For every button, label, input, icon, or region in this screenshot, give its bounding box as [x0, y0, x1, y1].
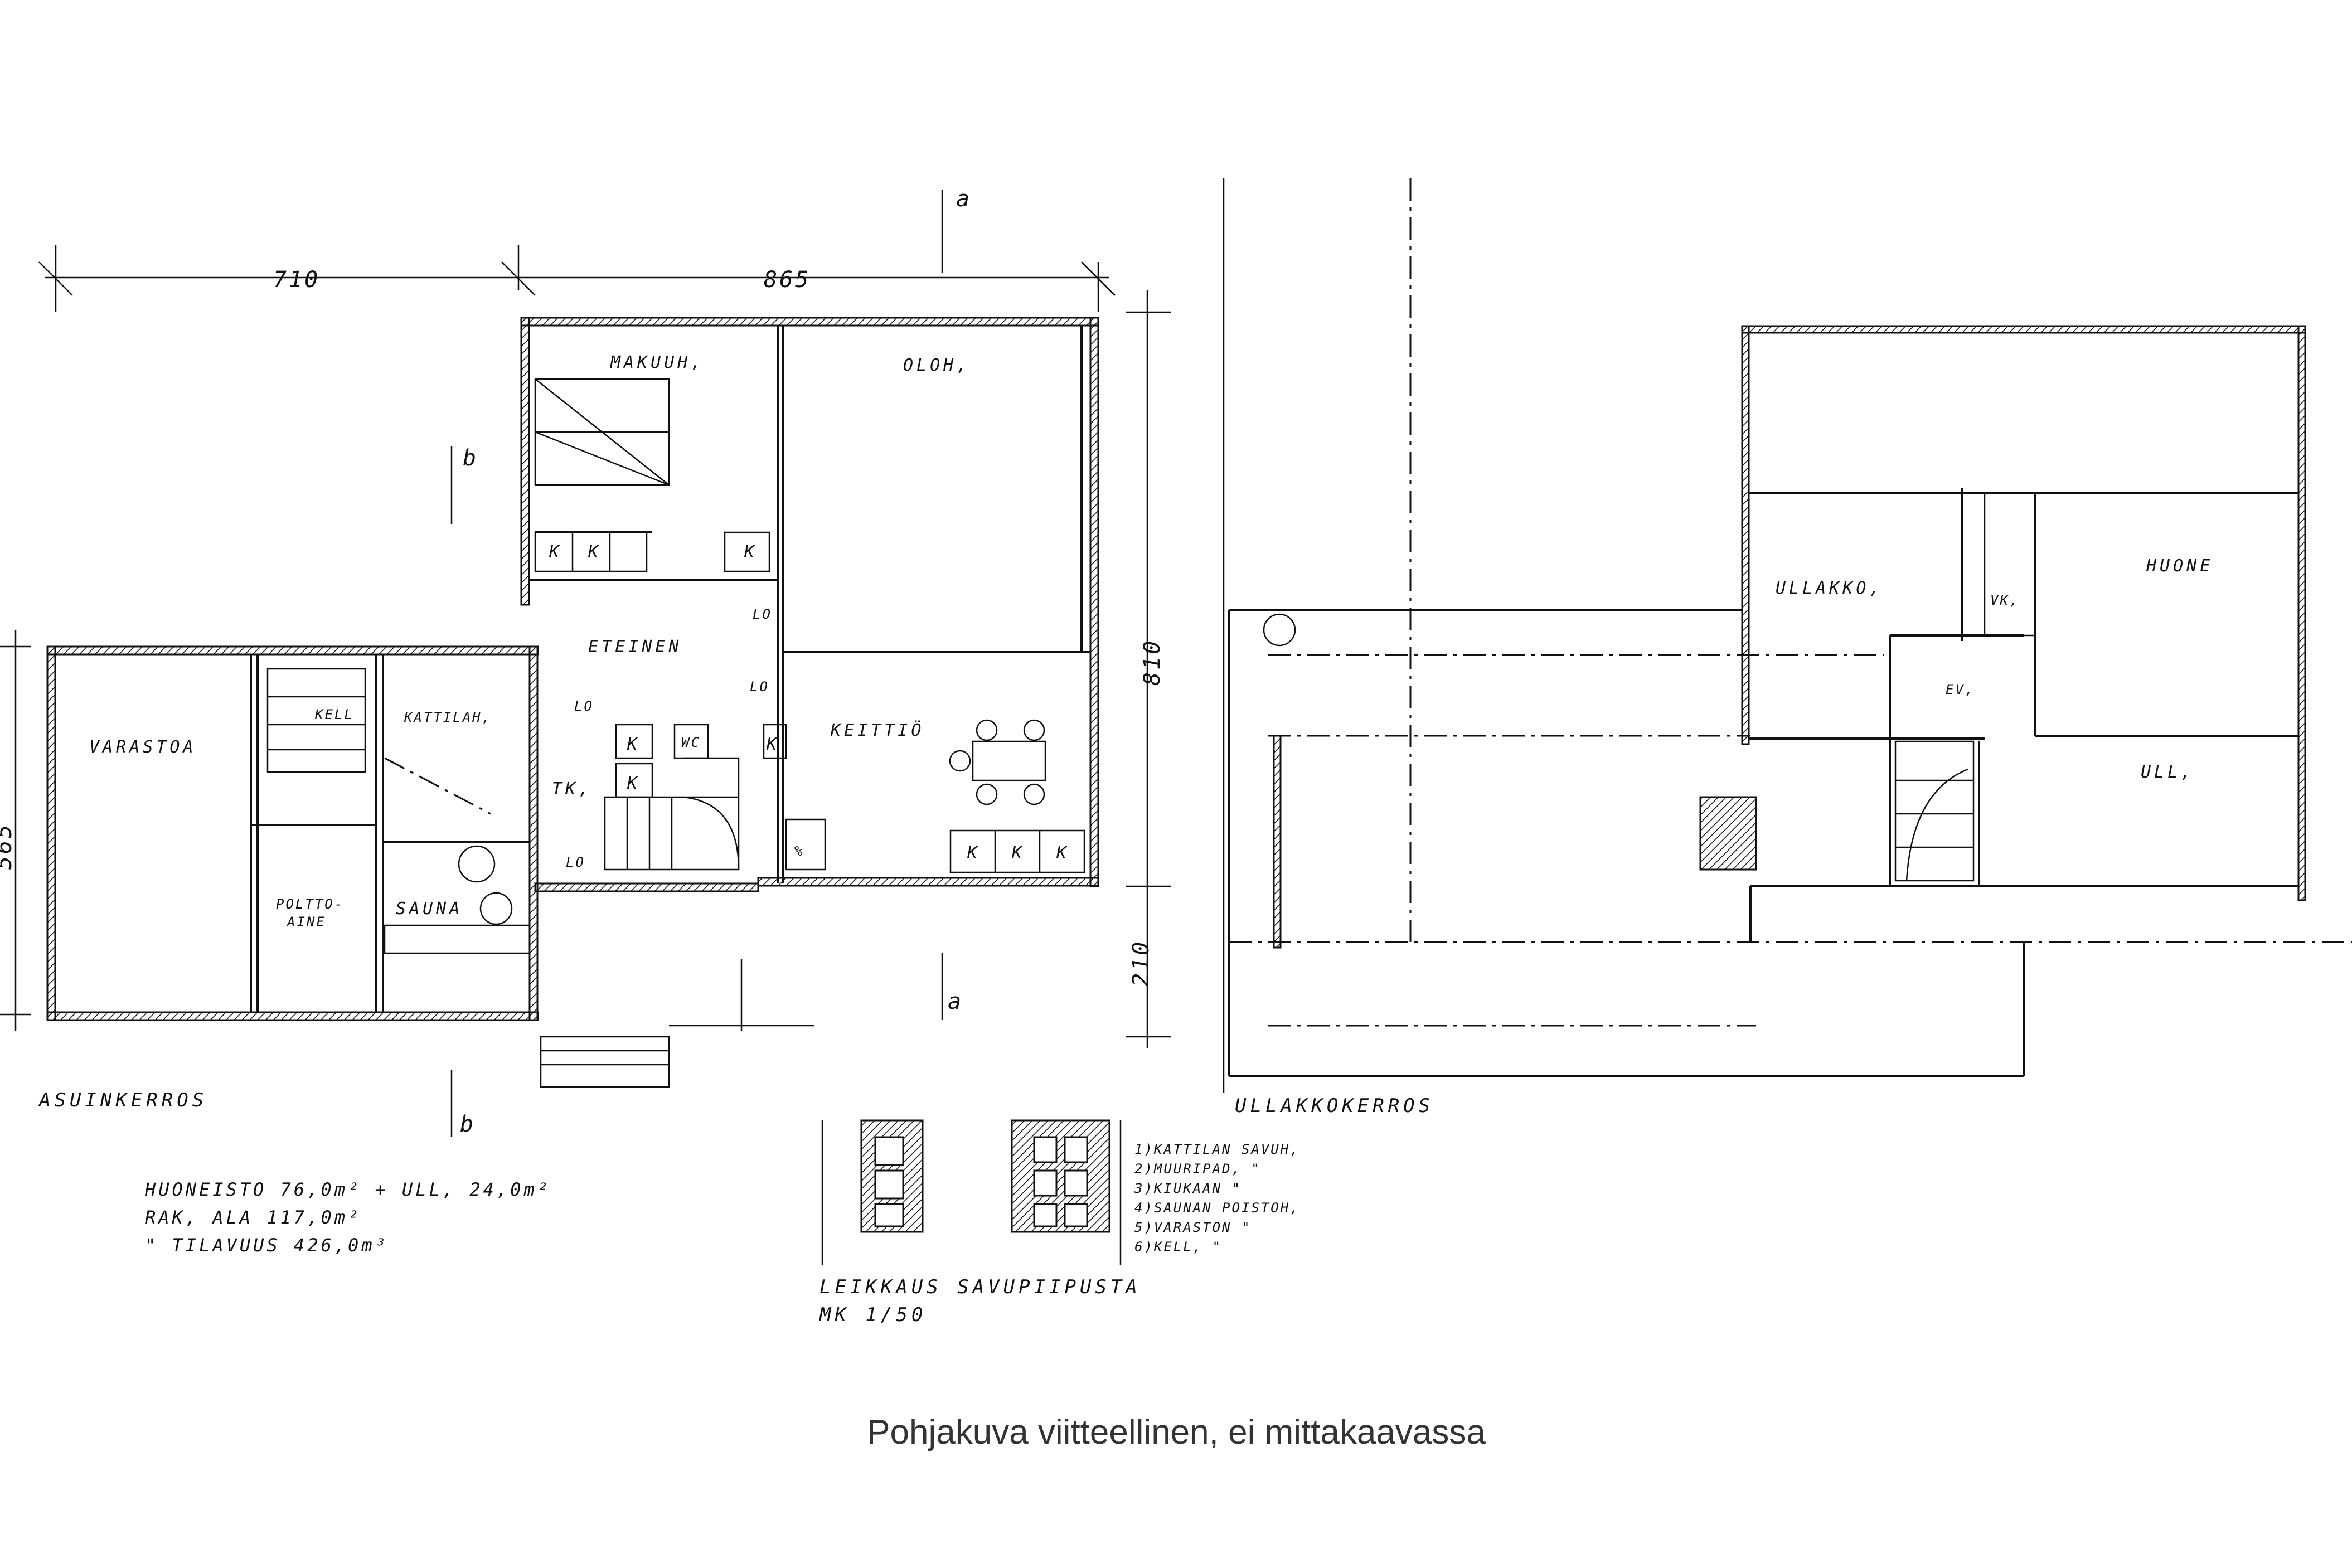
sauna-bench	[384, 924, 531, 954]
room-oloh: OLOH,	[903, 356, 970, 375]
room-keittio: KEITTIÖ	[830, 720, 924, 740]
legend-line: 3)KIUKAAN "	[1134, 1181, 1242, 1196]
room-kell: KELL	[314, 707, 354, 722]
entry-steps	[540, 959, 814, 1088]
entry-closets: K K WC K %	[615, 724, 826, 871]
attic-chimney	[1699, 796, 1757, 871]
closet-mark: K	[766, 735, 780, 754]
lo-marks: LO LO LO LO	[566, 606, 772, 870]
room-eteinen: ETEINEN	[588, 637, 682, 657]
room-sauna: SAUNA	[396, 899, 463, 919]
wall-wing-east	[528, 645, 539, 1021]
lo-mark: LO	[753, 606, 772, 622]
counter-mark: K	[967, 843, 981, 863]
room-tk: TK,	[552, 779, 592, 799]
legend-line: 4)SAUNAN POISTOH,	[1134, 1200, 1300, 1216]
wall-wing-north	[46, 645, 539, 656]
attic-wall-east	[2297, 325, 2306, 901]
wall-wing-west	[46, 645, 56, 1021]
boiler-circle	[458, 845, 496, 883]
room-polttoaine-1: POLTTO-	[276, 896, 344, 912]
section-mark-a: a a	[941, 186, 972, 1020]
roof-vent-circle	[1263, 613, 1296, 647]
lo-mark: LO	[566, 855, 585, 870]
ground-stairs	[604, 757, 740, 871]
area-summary: HUONEISTO 76,0m² + ULL, 24,0m² RAK, ALA …	[144, 1179, 551, 1256]
wall-south-right	[757, 877, 1099, 887]
chimney-title: LEIKKAUS SAVUPIIPUSTA	[819, 1276, 1141, 1298]
room-ev: EV,	[1946, 682, 1975, 697]
attic-floor-plan: ULLAKKO, HUONE ULL, VK, EV, ULLAKKOKERRO…	[1228, 325, 2352, 1117]
closet-mark: K	[588, 542, 602, 562]
dim-210: 210	[1128, 940, 1154, 987]
ground-floor-plan: 710 865 565 810 210	[0, 186, 1171, 1256]
floor-title-asuinkerros: ASUINKERROS	[38, 1089, 207, 1111]
section-mark-b: b b	[450, 445, 478, 1137]
kitchen-table	[949, 719, 1046, 805]
wall-north	[520, 317, 1099, 327]
room-ullakko: ULLAKKO,	[1776, 579, 1883, 598]
chimney-legend: 1)KATTILAN SAVUH, 2)MUURIPAD, " 3)KIUKAA…	[1134, 1142, 1300, 1255]
legend-line: 6)KELL, "	[1134, 1239, 1222, 1255]
room-ull: ULL,	[2141, 763, 2194, 782]
room-varasto: VARASTOA	[89, 737, 197, 757]
dim-865: 865	[764, 267, 811, 293]
lo-mark: LO	[574, 698, 594, 714]
legend-line: 5)VARASTON "	[1134, 1220, 1251, 1235]
closet-mark: K	[549, 542, 562, 562]
dim-565: 565	[0, 823, 17, 870]
kitchen-counter: K K K	[949, 829, 1085, 873]
room-polttoaine-2: AINE	[286, 914, 326, 930]
floor-title-ullakkokerros: ULLAKKOKERROS	[1235, 1095, 1434, 1117]
svg-text:a: a	[956, 186, 972, 212]
attic-wardrobe	[1961, 492, 2036, 637]
counter-mark: K	[1011, 843, 1025, 863]
wall-east	[1089, 317, 1099, 887]
svg-text:a: a	[948, 989, 963, 1014]
area-line: RAK, ALA 117,0m²	[145, 1207, 361, 1228]
closet-row-upper: K K K	[534, 531, 770, 572]
attic-wall-north	[1741, 325, 2306, 334]
svg-text:b: b	[460, 1111, 476, 1137]
lo-mark: LO	[750, 679, 769, 695]
room-huone: HUONE	[2146, 556, 2213, 576]
chimney-section: 1)KATTILAN SAVUH, 2)MUURIPAD, " 3)KIUKAA…	[819, 1119, 1300, 1326]
dimension-right: 810 210	[1126, 290, 1171, 1048]
counter-mark: K	[1056, 843, 1070, 863]
wall-west-upper	[520, 317, 530, 606]
dimension-top: 710 865	[38, 245, 1116, 312]
svg-text:%: %	[794, 843, 804, 859]
area-line: HUONEISTO 76,0m² + ULL, 24,0m²	[144, 1179, 551, 1200]
wall-south-mid	[534, 882, 759, 892]
chimney-scale: MK 1/50	[819, 1304, 927, 1326]
dim-710: 710	[273, 267, 320, 293]
closet-mark: K	[744, 542, 758, 562]
dimension-left: 565	[0, 630, 31, 1031]
attic-wall-west	[1741, 325, 1750, 745]
plan-caption: Pohjakuva viitteellinen, ei mittakaavass…	[867, 1413, 1486, 1452]
area-line: " TILAVUUS 426,0m³	[145, 1235, 389, 1256]
stove-circle	[479, 892, 513, 925]
closet-mark: K	[627, 735, 641, 754]
attic-stairs	[1894, 740, 1975, 882]
room-vk: VK,	[1990, 593, 2019, 608]
legend-line: 1)KATTILAN SAVUH,	[1134, 1142, 1300, 1157]
wc-label: WC	[681, 735, 701, 750]
closet-mark: K	[627, 774, 641, 793]
legend-line: 2)MUURIPAD, "	[1134, 1161, 1261, 1177]
cellar-stairs	[266, 668, 366, 773]
wall-wing-south	[46, 1011, 539, 1021]
room-kattilah: KATTILAH,	[404, 710, 492, 725]
dim-810: 810	[1139, 639, 1165, 686]
bedroom-wardrobe	[534, 378, 670, 486]
svg-text:b: b	[463, 445, 478, 471]
room-makuuh: MAKUUH,	[610, 353, 704, 372]
